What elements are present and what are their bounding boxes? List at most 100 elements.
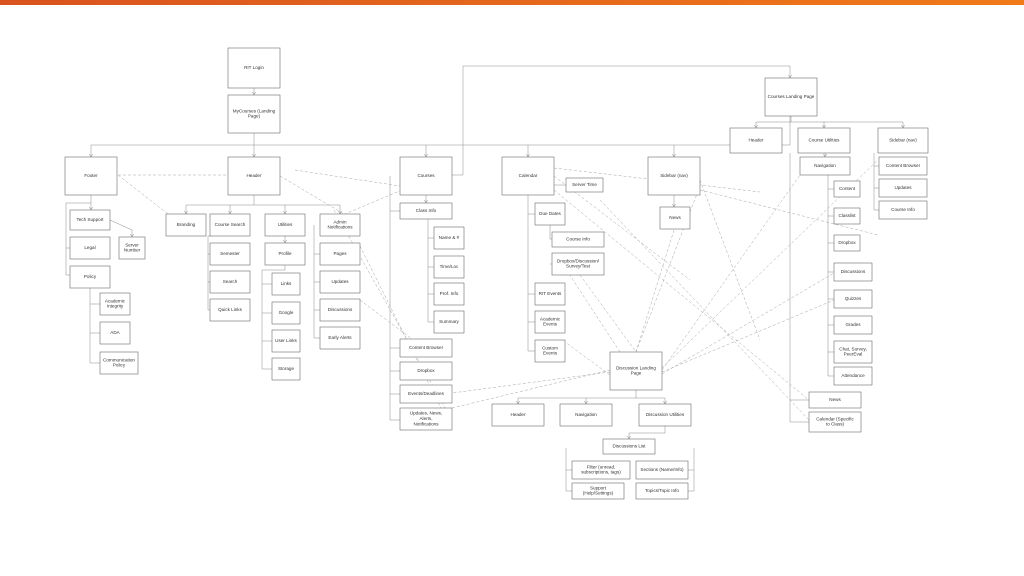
node-label: Content Browser [409, 345, 444, 350]
node-label: Early Alerts [328, 335, 352, 340]
node-label: Legal [84, 245, 95, 250]
connector-line [339, 189, 403, 217]
node-label: Policy [84, 274, 97, 279]
node-label: Search [223, 279, 238, 284]
node-label: RIT Login [244, 65, 264, 70]
node-label: Name & # [439, 235, 460, 240]
node-box [69, 209, 111, 231]
connector-line [791, 121, 825, 128]
node-label: Sidebar (nav) [660, 173, 688, 178]
connector-line [699, 179, 761, 341]
node-box [659, 206, 691, 230]
node-box [808, 411, 862, 433]
node-label: Footer [84, 173, 98, 178]
node-dropbox-disc-survey: Dropbox/Discussion/Survey/Test [551, 252, 605, 276]
node-rit-events: RIT Events [534, 282, 566, 306]
connector-line [688, 470, 695, 492]
node-label: Quizzes [845, 296, 862, 301]
node-search: Search [209, 270, 251, 294]
node-news-s: News [659, 206, 691, 230]
node-name-num: Name & # [433, 226, 465, 250]
node-box [271, 301, 301, 325]
node-discussion-utilities: Discussion Utilities [638, 403, 692, 427]
node-box [319, 270, 361, 294]
node-rit-login: RIT Login [227, 47, 281, 89]
node-box [69, 265, 111, 289]
connector-line [261, 265, 286, 370]
node-box [399, 156, 453, 196]
node-tech-support: Tech Support [69, 209, 111, 231]
node-label: Grades [845, 322, 861, 327]
node-content-cu: Content [833, 180, 861, 198]
node-box [271, 329, 301, 353]
node-box [635, 460, 689, 480]
node-label: Server Time [572, 182, 597, 187]
node-quick-links: Quick Links [209, 298, 251, 322]
node-box [797, 127, 851, 154]
node-label: Updates [331, 279, 349, 284]
node-label: Prof. Info [440, 291, 459, 296]
node-label: Chat, Survey,PeerEval [839, 347, 867, 357]
node-label: Dropbox [838, 240, 856, 245]
node-course-utilities: Course Utilities [797, 127, 851, 154]
node-box [491, 403, 545, 427]
node-label: Branding [177, 222, 196, 227]
node-label: Header [510, 412, 526, 417]
node-time-loc: Time/Loc [433, 255, 465, 279]
node-label: Links [281, 281, 292, 286]
node-updates-h: Updates [319, 270, 361, 294]
node-label: Topics/Topic Info [645, 488, 679, 493]
node-updates-s: Updates [878, 178, 928, 198]
node-grades: Grades [833, 315, 873, 335]
node-box [209, 270, 251, 294]
node-label: ADA [110, 330, 120, 335]
connector-line [559, 259, 621, 353]
node-summary: Summary [433, 310, 465, 334]
node-box [764, 77, 818, 117]
node-early-alerts: Early Alerts [319, 326, 361, 350]
connector-line [109, 219, 133, 237]
connector-line [755, 116, 792, 128]
node-box [319, 213, 361, 237]
node-box [118, 236, 146, 260]
node-box [433, 310, 465, 334]
node-label: Courses [417, 173, 435, 178]
node-courses-landing: Courses Landing Page [764, 77, 818, 117]
node-label: Navigation [814, 163, 836, 168]
node-label: Tech Support [76, 217, 104, 222]
connector-line [117, 174, 169, 215]
node-label: Content [839, 186, 856, 191]
node-label: Content Browser [886, 163, 921, 168]
node-cl-header: Header [729, 127, 783, 154]
connector-line [553, 167, 761, 193]
node-calendar: Calendar [501, 156, 555, 196]
node-dropbox-c: Dropbox [399, 361, 453, 381]
node-label: Course Search [215, 222, 246, 227]
node-pages: Pages [319, 242, 361, 266]
node-box [271, 272, 301, 296]
node-label: Semester [220, 251, 240, 256]
node-box [551, 252, 605, 276]
node-box [69, 236, 111, 260]
node-label: Discussions [841, 269, 866, 274]
node-box [534, 339, 566, 363]
connector-line [827, 175, 834, 377]
node-quizzes: Quizzes [833, 289, 873, 309]
node-label: Events/Deadlines [408, 391, 444, 396]
node-sidebar-nav2: Sidebar (nav) [877, 127, 929, 154]
node-due-dates: Due Dates [534, 202, 566, 226]
node-course-search: Course Search [209, 213, 251, 237]
node-label: Header [246, 173, 262, 178]
node-box [319, 242, 361, 266]
node-box [64, 156, 118, 196]
node-box [833, 340, 873, 364]
connector-line [699, 189, 879, 236]
node-box [609, 351, 663, 391]
node-label: Classlist [838, 213, 856, 218]
